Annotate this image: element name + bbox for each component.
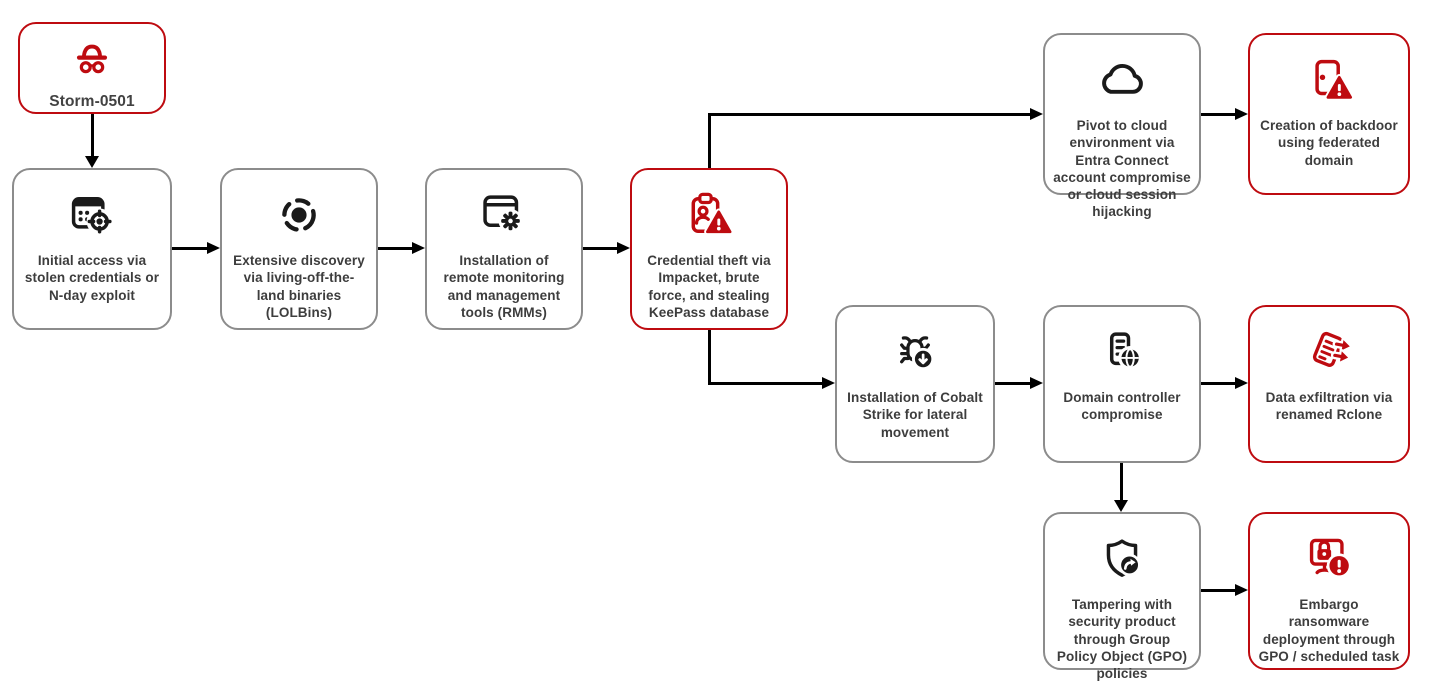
node-domain-controller: Domain controller compromise (1043, 305, 1201, 463)
node-actor-label: Storm-0501 (49, 93, 135, 110)
node-ransomware-label: Embargo ransomware deployment through GP… (1258, 597, 1400, 664)
node-exfiltration: Data exfiltration via renamed Rclone (1248, 305, 1410, 463)
node-tampering: Tampering with security product through … (1043, 512, 1201, 681)
edge-rmm-credential-line (583, 247, 617, 250)
calendar-target-icon (66, 188, 118, 242)
edge-credential-cobalt-hline (708, 382, 822, 385)
incognito-icon (69, 36, 115, 84)
clipboard-person-warning-icon (683, 188, 735, 242)
bug-download-icon (889, 325, 941, 379)
edge-credential-cobalt-vline (708, 330, 711, 385)
node-discovery: Extensive discovery via living-off-the-l… (220, 168, 378, 330)
shield-redirect-icon (1096, 532, 1148, 586)
edge-tampering-ransomware-line (1201, 589, 1235, 592)
node-actor: Storm-0501 (18, 22, 166, 114)
cloud-icon (1095, 53, 1149, 107)
edge-actor-initial-line (91, 114, 94, 156)
edge-cloud-backdoor-line (1201, 113, 1235, 116)
server-globe-icon (1096, 325, 1148, 379)
edge-credential-cloud-arrowhead (1030, 108, 1043, 120)
edge-cobalt-dc-arrowhead (1030, 377, 1043, 389)
edge-initial-discovery-arrowhead (207, 242, 220, 254)
edge-discovery-rmm-line (378, 247, 412, 250)
node-rmm-label: Installation of remote monitoring and ma… (443, 253, 565, 320)
edge-dc-tampering-line (1120, 463, 1123, 500)
scan-discovery-icon (273, 188, 325, 242)
edge-cloud-backdoor-arrowhead (1235, 108, 1248, 120)
edge-discovery-rmm-arrowhead (412, 242, 425, 254)
monitor-lock-alert-icon (1302, 532, 1356, 586)
node-discovery-label: Extensive discovery via living-off-the-l… (233, 253, 365, 320)
edge-credential-cloud-vline (708, 113, 711, 168)
window-gear-icon (478, 188, 530, 242)
node-backdoor: Creation of backdoor using federated dom… (1248, 33, 1410, 195)
edge-dc-exfil-arrowhead (1235, 377, 1248, 389)
node-tampering-label: Tampering with security product through … (1056, 597, 1188, 682)
door-warning-icon (1303, 53, 1355, 107)
edge-dc-exfil-line (1201, 382, 1235, 385)
node-credential-theft-label: Credential theft via Impacket, brute for… (647, 253, 771, 320)
node-initial-access-label: Initial access via stolen credentials or… (24, 253, 160, 303)
edge-credential-cobalt-arrowhead (822, 377, 835, 389)
edge-actor-initial-arrowhead (85, 156, 99, 168)
node-cobalt-strike-label: Installation of Cobalt Strike for latera… (847, 390, 983, 440)
node-cloud-pivot: Pivot to cloud environment via Entra Con… (1043, 33, 1201, 219)
edge-tampering-ransomware-arrowhead (1235, 584, 1248, 596)
node-backdoor-label: Creation of backdoor using federated dom… (1260, 118, 1398, 168)
edge-cobalt-dc-line (995, 382, 1030, 385)
node-domain-controller-label: Domain controller compromise (1063, 390, 1181, 423)
node-cobalt-strike: Installation of Cobalt Strike for latera… (835, 305, 995, 463)
edge-dc-tampering-arrowhead (1114, 500, 1128, 512)
edge-rmm-credential-arrowhead (617, 242, 630, 254)
document-exfil-icon (1302, 325, 1356, 379)
node-exfiltration-label: Data exfiltration via renamed Rclone (1265, 390, 1393, 423)
node-rmm: Installation of remote monitoring and ma… (425, 168, 583, 330)
node-initial-access: Initial access via stolen credentials or… (12, 168, 172, 330)
node-ransomware: Embargo ransomware deployment through GP… (1248, 512, 1410, 670)
edge-initial-discovery-line (172, 247, 207, 250)
edge-credential-cloud-hline (708, 113, 1030, 116)
node-cloud-pivot-label: Pivot to cloud environment via Entra Con… (1053, 118, 1191, 220)
node-credential-theft: Credential theft via Impacket, brute for… (630, 168, 788, 330)
